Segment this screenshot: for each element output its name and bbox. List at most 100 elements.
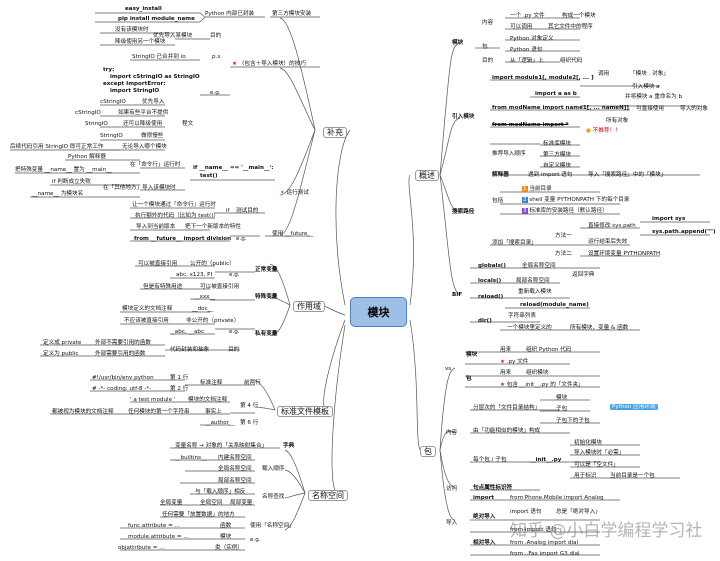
node-organize-code: 组织 Python 代码 bbox=[526, 347, 572, 353]
node-form: 构成一个模块 bbox=[562, 13, 596, 19]
node-eg-ns: e.g. bbox=[250, 537, 261, 543]
node-interp: 解释器 bbox=[492, 172, 509, 178]
branch-overview[interactable]: 概述 bbox=[415, 170, 439, 181]
node-builtin-pkg: Python 内部已封装 bbox=[205, 11, 255, 17]
node-mod-attr: module.attribute = ... bbox=[128, 534, 189, 540]
node-import-eg: from Phone.Mobile import Analog bbox=[510, 495, 604, 501]
code-reload: reload() bbox=[478, 294, 504, 300]
node-coding: # -*- coding: utf-8 -*- bbox=[92, 386, 152, 392]
node-outside-ext: 外部不需要引用的函数 bbox=[95, 340, 151, 346]
branch-namespace[interactable]: 名称空间 bbox=[308, 490, 348, 501]
node-global-name: 全局名称空间 bbox=[522, 263, 556, 269]
node-line2: 第 2 行 bbox=[170, 386, 189, 392]
node-abs-import: 绝对导入 bbox=[473, 514, 496, 520]
branch-template[interactable]: 标准文件模板 bbox=[277, 406, 333, 417]
branch-package[interactable]: 包 bbox=[420, 446, 436, 457]
node-no-module: 没有该模块时 bbox=[115, 27, 149, 33]
cur-dir-label: 当前目录 bbox=[529, 186, 552, 192]
node-degrade: 降级使用另一个模块 bbox=[115, 39, 166, 45]
path-3: 3 标准库的安装路径（默认路径） bbox=[522, 208, 608, 215]
node-method2: 方法二 bbox=[555, 251, 572, 257]
code-dir: dir() bbox=[478, 318, 492, 324]
branch-supplement[interactable]: 补充 bbox=[323, 127, 347, 138]
node-import-module: 引入模块 bbox=[452, 114, 475, 120]
node-encounter: 遇到 import 语句 bbox=[528, 172, 573, 178]
node-rename: 并将模块 a 重命名为 b bbox=[625, 94, 683, 100]
code-test: test() bbox=[200, 173, 218, 179]
node-logic: 从「逻辑」上 bbox=[510, 58, 544, 64]
node-doc-comment: 模块的文档注释 bbox=[188, 397, 228, 403]
node-xxx: __xxx__ bbox=[194, 294, 216, 300]
watermark: 知乎 @小白学编程学习社 bbox=[510, 516, 702, 541]
branch-supplement-label: 补充 bbox=[327, 128, 343, 137]
node-import-stmt: import bbox=[473, 495, 495, 501]
code-locals: locals() bbox=[478, 278, 502, 284]
node-line6: 第 6 行 bbox=[240, 420, 259, 426]
node-new-feature: 把下一个新版本的特性 bbox=[185, 224, 241, 230]
node-import-feature: 导入到当前版本 bbox=[136, 224, 176, 230]
node-organize-mod: 组织模块 bbox=[526, 370, 549, 376]
node-call-val: 「模块 . 对象」 bbox=[630, 71, 669, 77]
node-module-defs: 一个模块里定义的 bbox=[507, 325, 552, 331]
node-bif: BIF bbox=[452, 292, 463, 298]
node-made-of: 由「功能相似的模块」构成 bbox=[473, 428, 541, 434]
node-cstringio-2: cStringIO bbox=[75, 110, 101, 116]
node-import-a: 引入模块 a bbox=[632, 84, 660, 90]
node-shadow: 任何需要「放置数据」的地方 bbox=[162, 512, 235, 518]
py-file-label: .py 文件 bbox=[506, 359, 529, 365]
node-private-tag: 非公开的（private） bbox=[186, 318, 240, 324]
node-reimport: 重新载入模块 bbox=[518, 289, 552, 295]
not-rec-node: ● 不推荐！！ bbox=[586, 128, 621, 135]
node-cur-dir-pkg: 当前目录是一个包 bbox=[610, 473, 655, 479]
node-dict: 字典 bbox=[283, 443, 295, 449]
node-organize: 组织代码 bbox=[560, 58, 583, 64]
branch-scope-label: 作用域 bbox=[297, 302, 321, 311]
node-public-tag: 公开的（public） bbox=[190, 261, 235, 267]
run-test-label: 运行测试 bbox=[286, 190, 309, 196]
node-builtins: __builtins__ bbox=[175, 455, 207, 461]
star-icon: ✦ bbox=[280, 190, 285, 196]
node-load-order: 载入顺序 bbox=[262, 466, 285, 472]
pkg-init-label: 包含 __init__.py 的「文件夹」 bbox=[506, 382, 584, 388]
number-icon-1: 1 bbox=[522, 186, 528, 192]
node-global-ns: 全局名称空间 bbox=[218, 466, 252, 472]
center-node[interactable]: 模块 bbox=[350, 297, 407, 327]
branch-scope[interactable]: 作用域 bbox=[293, 301, 325, 312]
node-init: __init__.py bbox=[530, 457, 562, 463]
node-other-file: 其它文件中的程序 bbox=[548, 24, 593, 30]
node-global-ns2: 全局空间 bbox=[200, 500, 223, 506]
branch-overview-label: 概述 bbox=[419, 171, 435, 180]
node-pkg: 包 bbox=[466, 376, 472, 382]
node-py-stmt: Python 语句 bbox=[510, 47, 543, 53]
node-line4: 第 4 行 bbox=[240, 403, 259, 409]
node-content-pkg: 内容 bbox=[446, 430, 458, 436]
code-import-sys: import sys bbox=[652, 216, 686, 222]
star-icon: ★ bbox=[500, 382, 506, 388]
code-import-as: import a as b bbox=[535, 91, 577, 97]
node-subpkg: 子包 bbox=[556, 406, 568, 412]
code-append: sys.path.append("") bbox=[652, 229, 716, 235]
node-local-name: 局部名称空间 bbox=[516, 278, 550, 284]
not-rec-label: 不推荐！！ bbox=[592, 128, 621, 134]
node-cstringio: cStringIO bbox=[100, 99, 126, 105]
node-special: 特殊变量 bbox=[255, 294, 278, 300]
node-compat: 后续代码引用 StringIO 即可正常工作 bbox=[10, 144, 104, 150]
node-set-main: 把特殊变量 __name__ 置为 __main__ bbox=[15, 167, 112, 173]
node-third: 第三方模块 bbox=[543, 152, 571, 158]
node-std-comment: 标准注释 bbox=[200, 380, 223, 386]
node-do-extra: 执行额外的代码（比如为 test()） bbox=[135, 213, 220, 219]
center-label: 模块 bbox=[367, 306, 390, 319]
node-stringio-note: StringIO 已合并到 io bbox=[132, 54, 186, 60]
node-initpkg: 初始化模块 bbox=[574, 440, 602, 446]
node-runtime: 运行结束后失效 bbox=[588, 239, 628, 245]
code-import-cstringio: import cStringIO as StringIO bbox=[110, 74, 200, 80]
node-call: 调用 bbox=[598, 71, 610, 77]
node-def-public: 定义为 public bbox=[43, 351, 79, 357]
node-local-ns2: 局部变量 bbox=[230, 500, 253, 506]
node-import-word: 访问 bbox=[446, 486, 458, 492]
node-slower: 做很慢些 bbox=[141, 133, 164, 139]
node-run-cmd: 在「命令行」运行时 bbox=[130, 162, 181, 168]
code-reload-module: reload(module_name) bbox=[520, 302, 589, 308]
node-stringio: StringIO bbox=[85, 121, 108, 127]
node-def-private: 定义成 private bbox=[43, 340, 82, 346]
